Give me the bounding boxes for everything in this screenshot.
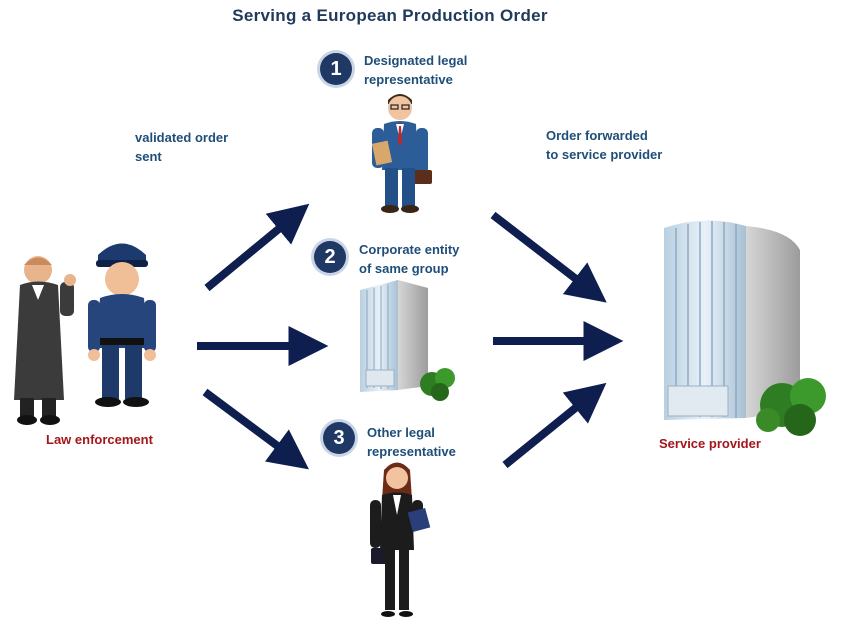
route-2-badge: 2 bbox=[314, 241, 346, 273]
route-1-label: Designated legal representative bbox=[364, 53, 468, 87]
law-enforcement-label: Law enforcement bbox=[46, 432, 153, 447]
arrow-route-3-to-provider bbox=[502, 382, 607, 469]
service-provider-label: Service provider bbox=[659, 436, 761, 451]
route-3-label: Other legal representative bbox=[367, 425, 456, 459]
arrow-to-route-3 bbox=[202, 388, 309, 470]
businesswoman-figure bbox=[370, 462, 431, 617]
office-building-large bbox=[664, 220, 826, 436]
arrow-route-1-to-provider bbox=[490, 211, 607, 303]
businessman-figure bbox=[371, 94, 432, 213]
judge-figure bbox=[14, 256, 76, 425]
route-2-label: Corporate entity of same group bbox=[359, 242, 460, 276]
police-officer-figure bbox=[88, 243, 156, 407]
office-building-small bbox=[360, 280, 455, 401]
note-validated-order: validated order sent bbox=[135, 130, 229, 164]
diagram-title: Serving a European Production Order bbox=[232, 6, 548, 25]
route-3-badge: 3 bbox=[323, 422, 355, 454]
arrow-to-route-1 bbox=[204, 203, 310, 292]
route-1-badge: 1 bbox=[320, 53, 352, 85]
note-order-forwarded: Order forwarded to service provider bbox=[546, 128, 663, 162]
